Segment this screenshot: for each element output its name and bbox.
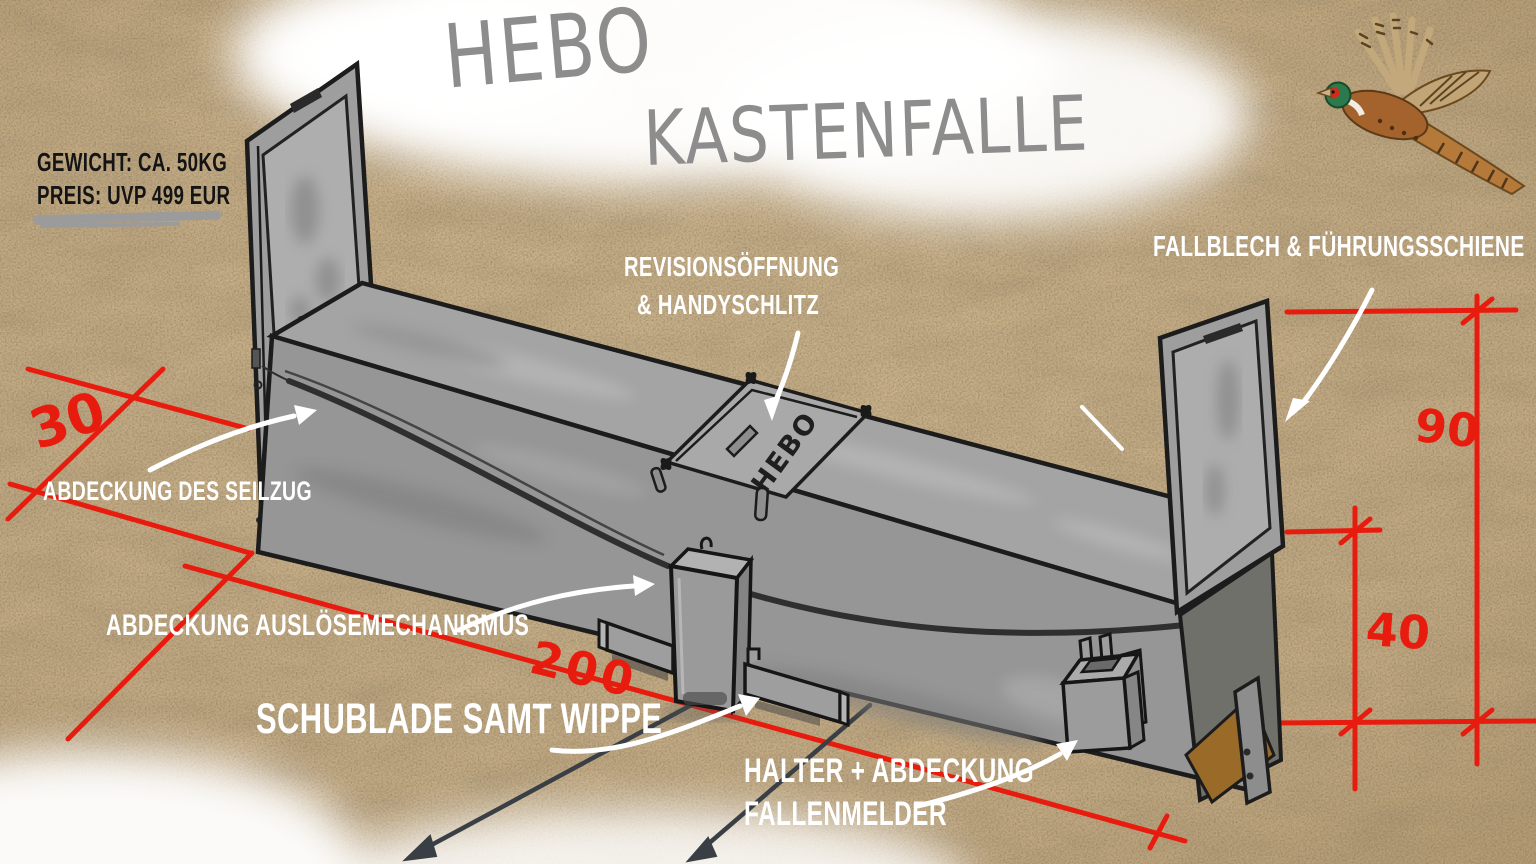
label-seilzug: ABDECKUNG DES SEILZUG: [43, 476, 312, 506]
arrow-schublade-head: [738, 694, 760, 716]
trap-illustration: HEBO: [244, 59, 1286, 806]
spec-weight: GEWICHT: CA. 50KG: [37, 147, 228, 177]
arrow-schublade: [549, 703, 743, 754]
label-fallblech: FALLBLECH & FÜHRUNGSSCHIENE: [1153, 231, 1525, 263]
cable-left: [286, 378, 671, 569]
arrow-ausloese: [456, 583, 637, 633]
label-ausloese: ABDECKUNG AUSLÖSEMECHANISMUS: [106, 609, 530, 642]
arrow-ausloese-head: [633, 575, 655, 596]
white-dash: [1080, 405, 1124, 451]
tick-40-top: [1338, 516, 1373, 546]
label-schublade: SCHUBLADE SAMT WIPPE: [256, 695, 663, 743]
dim-200-tick-right: [1147, 813, 1170, 851]
drawer-right-rail: [743, 647, 850, 728]
corner-post: [1233, 675, 1272, 806]
drawer-arrow-right-head: [685, 836, 718, 863]
spec-price: PREIS: UVP 499 EUR: [37, 180, 231, 210]
dim-30-ext-upper: [25, 366, 252, 432]
tick-90-bottom: [1460, 707, 1495, 737]
trigger-cover-box: [662, 536, 755, 721]
right-tower-slot: [1203, 323, 1243, 344]
drawer-arrow-right: [697, 702, 873, 854]
dim-30-line: [5, 366, 166, 522]
label-revision-line1: REVISIONSÖFFNUNG: [624, 251, 840, 282]
arrow-fallblech-head: [1285, 398, 1310, 422]
label-halter-line2: FALLENMELDER: [744, 795, 947, 833]
trap-entrance: [1177, 549, 1284, 806]
label-halter-line1: HALTER + ABDECKUNG: [744, 752, 1035, 790]
dimension-90: 90: [1412, 398, 1482, 459]
arrow-seilzug: [147, 413, 297, 473]
trap-front-wall: [255, 333, 1257, 795]
dimension-40: 40: [1364, 602, 1432, 661]
cable-right: [741, 589, 1188, 636]
tower-top-slot: [290, 88, 322, 113]
arrow-fallenmelder: [915, 751, 1063, 809]
tick-90-top: [1460, 296, 1495, 326]
right-tower: [1157, 297, 1286, 616]
page-title-product: KASTENFALLE: [642, 78, 1091, 183]
label-revision-line2: & HANDYSCHLITZ: [637, 289, 819, 320]
fallenmelder-box: [1059, 632, 1148, 754]
tick-40-bottom: [1338, 707, 1373, 737]
drawer-arrow-left-head: [402, 834, 438, 862]
arrow-fallenmelder-head: [1056, 740, 1078, 761]
pheasant-illustration: [1315, 12, 1526, 196]
dim-right-ext-bottom: [1274, 718, 1536, 726]
arrow-fallblech: [1299, 287, 1375, 407]
arrow-revision-head: [764, 395, 781, 421]
dim-200-ext-left: [65, 550, 255, 742]
dim-30-ext-lower: [7, 481, 253, 556]
dim-right-ext-mid: [1284, 527, 1383, 535]
wing-nuts: [660, 372, 872, 470]
annotation-arrows: [147, 287, 1375, 809]
page-title-brand: HEBO: [440, 0, 658, 109]
phone-slot: [725, 424, 759, 458]
arrow-seilzug-head: [294, 405, 317, 425]
drawer-left-rail: [597, 617, 675, 681]
